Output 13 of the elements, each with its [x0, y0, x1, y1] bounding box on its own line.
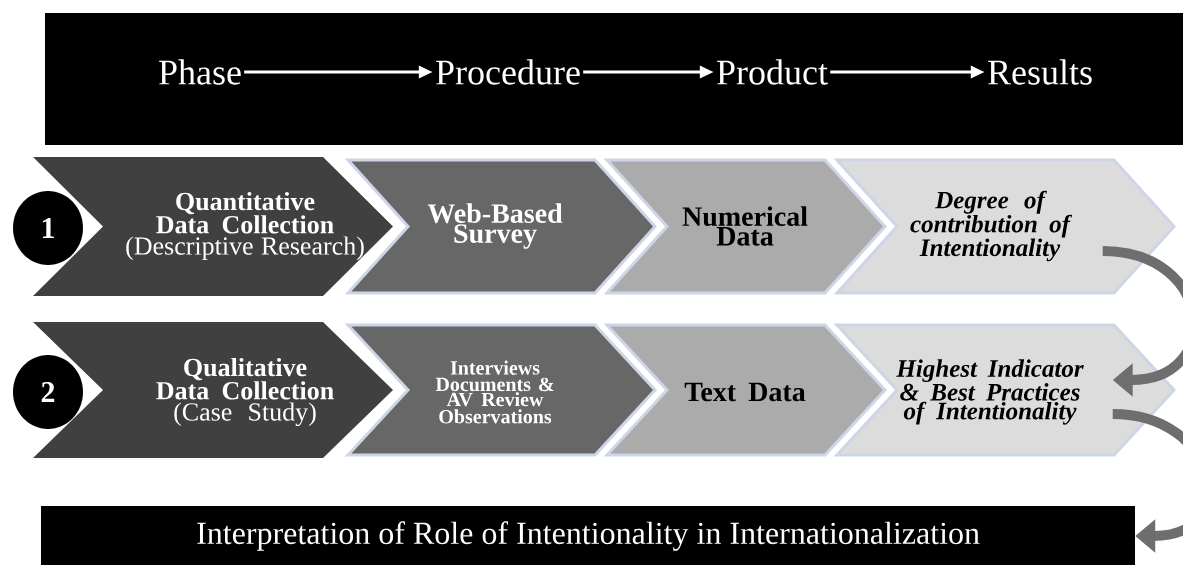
stage-label: Results: [988, 59, 1092, 85]
step-box: Interviews Documents & AV Review Observations: [344, 323, 658, 457]
header-band: [45, 13, 1183, 145]
step-box: Numerical Data: [603, 158, 888, 295]
step-box: Highest Indicator & Best Practices of Intentionality: [833, 323, 1177, 457]
stage-label: Product: [717, 59, 828, 85]
stage-label: Phase: [159, 59, 241, 85]
step-box: Text Data: [603, 323, 888, 457]
arrow: [1102, 246, 1183, 397]
conclusion-bar: Interpretation of Role of Intentionality in Internationalization: [41, 506, 1135, 565]
arrow: [1112, 409, 1183, 553]
stage-label: Procedure: [436, 59, 580, 85]
step-box: Degree of contribution of Intentionality: [833, 158, 1177, 295]
